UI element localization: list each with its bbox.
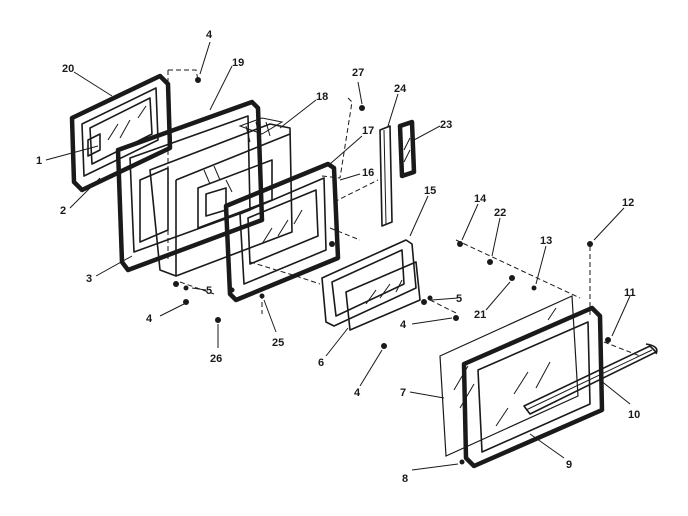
callout-14: 14 [474, 193, 487, 205]
callout-24: 24 [394, 83, 407, 95]
leader-lines [45, 41, 631, 471]
callout-11: 11 [624, 287, 636, 299]
callout-6: 6 [318, 357, 324, 369]
callout-26: 26 [210, 353, 222, 365]
part-insulation-pack [149, 117, 293, 277]
callout-1: 1 [36, 155, 42, 167]
part-inner-glass-frame [321, 239, 417, 327]
callout-19: 19 [232, 57, 244, 69]
callout-21: 21 [474, 309, 486, 321]
part-vertical-strip [379, 125, 393, 227]
callout-25: 25 [272, 337, 284, 349]
callout-labels: 20 4 19 18 27 24 23 17 16 1 2 3 15 14 22… [36, 29, 640, 485]
part-gasket-frame [115, 99, 265, 273]
fasteners [173, 77, 611, 465]
callout-7: 7 [400, 387, 406, 399]
callout-8: 8 [402, 473, 408, 485]
part-small-window [397, 119, 417, 179]
callout-23: 23 [440, 119, 452, 131]
callout-20: 20 [62, 63, 74, 75]
callout-16: 16 [362, 167, 374, 179]
callout-3: 3 [86, 273, 92, 285]
callout-15: 15 [424, 185, 436, 197]
callout-12: 12 [622, 197, 634, 209]
callout-4-bottom: 4 [354, 387, 361, 399]
callout-27: 27 [352, 67, 364, 79]
callout-22: 22 [494, 207, 506, 219]
part-outer-panel [69, 73, 173, 193]
callout-9: 9 [566, 459, 572, 471]
part-handle [523, 343, 658, 415]
callout-5-left: 5 [206, 285, 212, 297]
callout-18: 18 [316, 91, 328, 103]
part-inner-glass [345, 261, 421, 331]
callout-4-top: 4 [206, 29, 213, 41]
callout-17: 17 [362, 125, 374, 137]
callout-10: 10 [628, 409, 640, 421]
part-door-frame [461, 305, 605, 469]
callout-4-left: 4 [146, 313, 153, 325]
callout-2: 2 [60, 205, 66, 217]
callout-13: 13 [540, 235, 552, 247]
callout-5-right: 5 [456, 293, 462, 305]
part-inner-liner [223, 161, 341, 303]
callout-4-mid: 4 [400, 319, 407, 331]
